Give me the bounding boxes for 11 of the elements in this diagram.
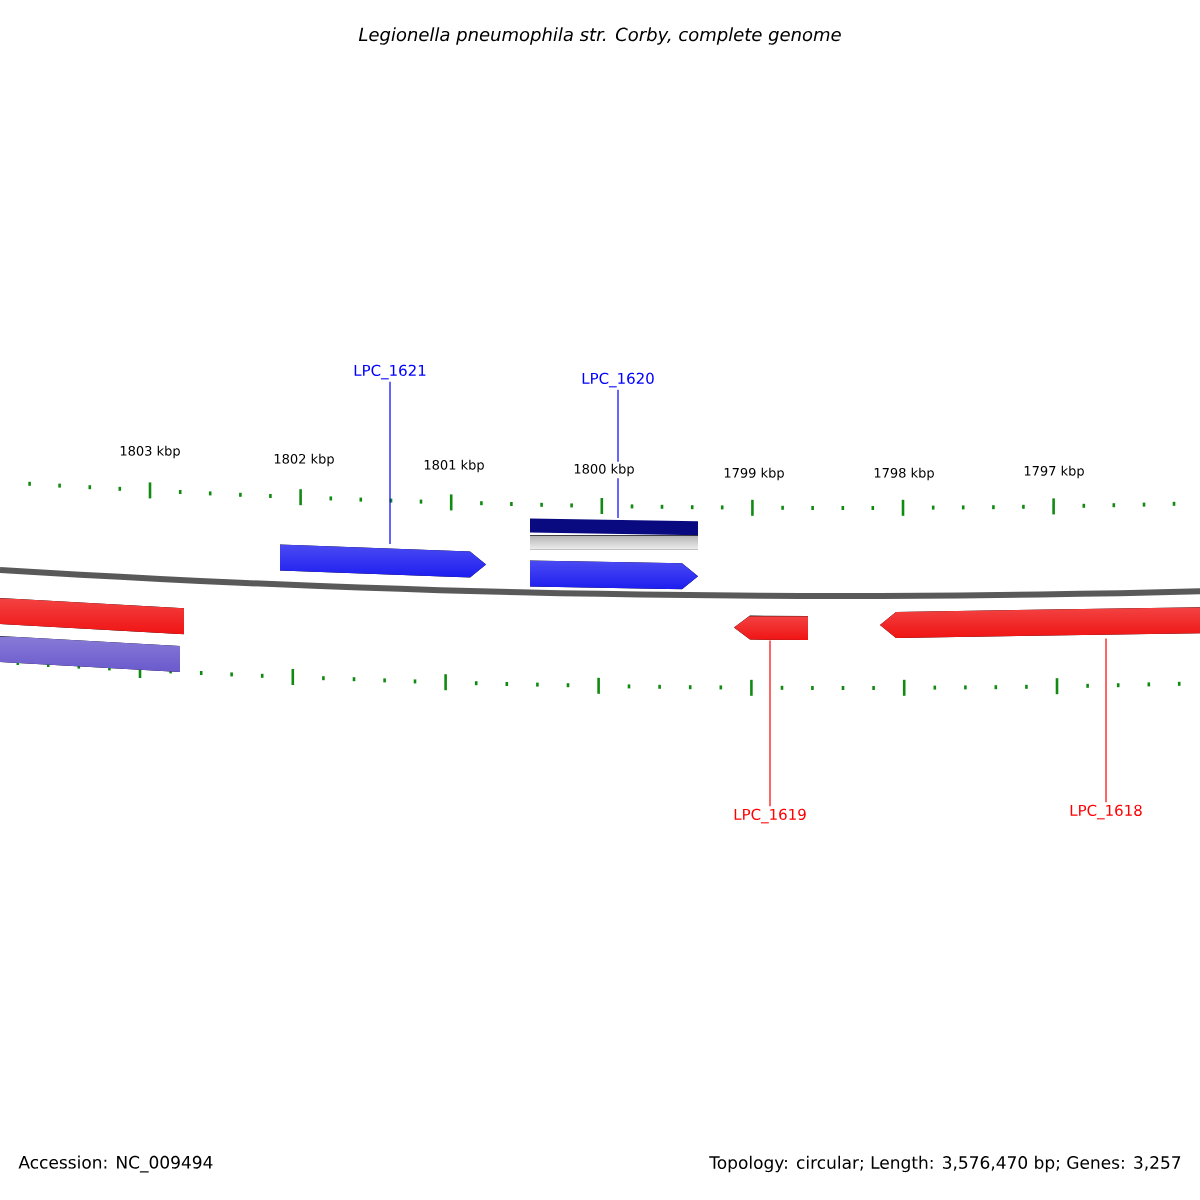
genome-info-text: Topology: circular; Length: 3,576,470 bp; Genes: 3,257 — [709, 1155, 1181, 1173]
gene-arrow — [880, 607, 1200, 638]
title: Legionella pneumophila str. Corby, complete genome — [358, 27, 841, 45]
leader-line — [769, 639, 771, 807]
gene-arrow — [280, 544, 486, 578]
accession-text: Accession: NC_009494 — [18, 1155, 213, 1173]
gene-bar — [530, 518, 698, 550]
leader-line — [617, 389, 619, 519]
leader-line — [389, 381, 391, 545]
leader-line — [1105, 637, 1107, 803]
gene-arrow — [734, 615, 808, 640]
